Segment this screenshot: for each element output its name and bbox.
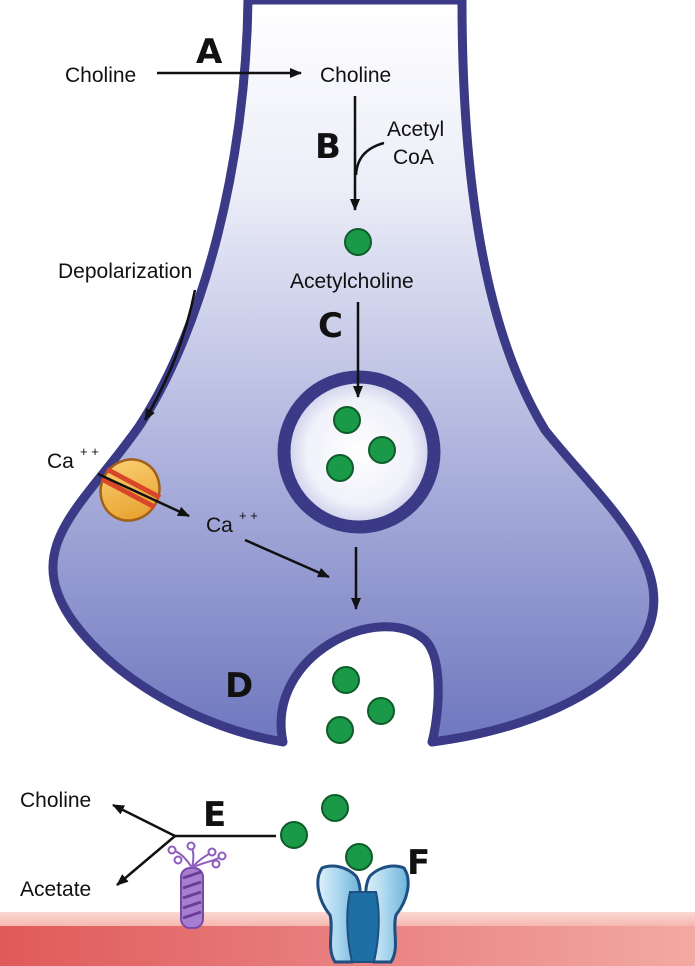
acetyl-label: Acetyl xyxy=(387,118,444,141)
step-c-label: C xyxy=(318,306,343,346)
acetylcholine-receptor xyxy=(316,864,410,964)
acetate-product-label: Acetate xyxy=(20,878,91,901)
synaptic-vesicle xyxy=(277,370,441,534)
pathway-arrows xyxy=(97,68,385,886)
step-b-label: B xyxy=(315,127,341,167)
choline-outside-label: Choline xyxy=(65,64,136,87)
arrow-to-acetate xyxy=(116,835,176,886)
choline-inside-label: Choline xyxy=(320,64,391,87)
acetyl-coa-curve xyxy=(354,141,385,176)
step-a-label: A xyxy=(196,32,223,72)
acetylcholinesterase-enzyme xyxy=(167,841,227,929)
arrow-depolarization xyxy=(143,289,197,421)
arrow-to-choline xyxy=(112,803,176,838)
step-f-label: F xyxy=(407,843,430,883)
ca-outside-label: Ca xyxy=(47,450,74,473)
arrow-calcium-entry xyxy=(97,472,190,518)
ca-inside-charge: + + xyxy=(239,508,258,523)
choline-product-label: Choline xyxy=(20,789,91,812)
ca-inside-label: Ca xyxy=(206,514,233,537)
depolarization-label: Depolarization xyxy=(58,260,192,283)
arrow-calcium-inside xyxy=(244,538,330,579)
step-d-label: D xyxy=(225,666,253,706)
ca-outside-charge: + + xyxy=(80,444,99,459)
coa-label: CoA xyxy=(393,146,434,169)
step-e-label: E xyxy=(203,795,226,835)
acetylcholine-label: Acetylcholine xyxy=(290,270,414,293)
acetylcholine-molecules xyxy=(280,228,396,871)
